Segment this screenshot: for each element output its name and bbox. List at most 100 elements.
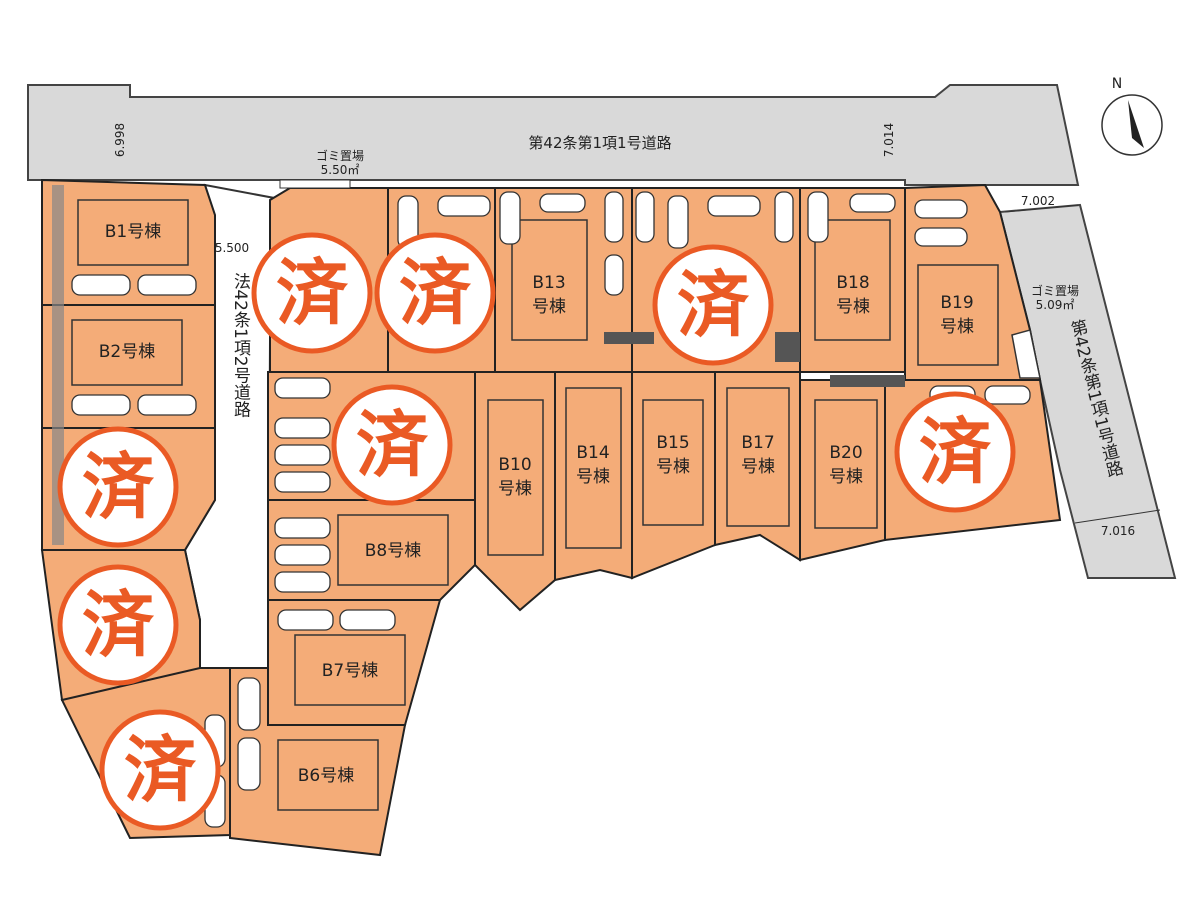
car [984, 385, 1031, 405]
private-road-label: 法42条1項2号道路 [230, 272, 251, 417]
car [667, 195, 689, 249]
garbage-area-east [1011, 329, 1041, 379]
sold-mark: 済 [399, 251, 472, 335]
sold-stamps: 済 済 済 済 済 済 済 済 [57, 232, 1016, 831]
house-b8 [337, 514, 449, 586]
north-road-label: 第42条第1項1号道路 [528, 134, 671, 152]
label-b6: B6号棟 [298, 766, 354, 786]
car [707, 195, 761, 217]
label-b17-num: B17 [741, 433, 774, 453]
sold-mark: 済 [677, 263, 750, 347]
width-label-w4: 7.016 [1101, 524, 1135, 538]
width-label-w5: 5.500 [215, 241, 249, 255]
car [274, 544, 331, 566]
compass-arrow-icon [1128, 100, 1144, 148]
house-b19 [917, 264, 999, 366]
label-b18-suffix: 号棟 [836, 297, 870, 317]
garbage-east-title: ゴミ置場 [1031, 283, 1079, 298]
label-b10-num: B10 [498, 455, 531, 475]
house-b10 [487, 399, 544, 556]
garbage-north-title: ゴミ置場 [316, 148, 364, 163]
label-b14-num: B14 [576, 443, 609, 463]
car [499, 191, 521, 245]
stairs-3 [830, 375, 905, 387]
car [274, 571, 331, 593]
label-b13-suffix: 号棟 [532, 297, 566, 317]
car [274, 444, 331, 466]
car [437, 195, 491, 217]
sold-stamp-b12: 済 [374, 232, 496, 354]
parking-cars [71, 191, 1031, 828]
compass-label: N [1112, 76, 1122, 92]
garbage-area-north [279, 179, 351, 189]
width-line-w3 [1004, 204, 1079, 213]
label-b2: B2号棟 [99, 342, 155, 362]
house-b1 [77, 199, 189, 266]
house-b18 [814, 219, 891, 341]
label-b19-num: B19 [940, 293, 973, 313]
house-b7 [294, 634, 406, 706]
north-road [27, 84, 1080, 186]
sold-stamp-b11: 済 [251, 232, 373, 354]
width-label-w3: 7.002 [1021, 194, 1055, 208]
house-b15 [642, 399, 704, 526]
car [849, 193, 896, 213]
car [604, 254, 624, 296]
house-b14 [565, 387, 622, 549]
car [137, 394, 197, 416]
house-footprints [71, 199, 999, 811]
compass: N [1101, 76, 1163, 156]
width-label-w1: 6.998 [113, 123, 127, 157]
sold-mark: 済 [276, 251, 349, 335]
car [237, 737, 261, 791]
width-label-w2: 7.014 [882, 123, 896, 157]
label-b7: B7号棟 [322, 661, 378, 681]
sold-mark: 済 [82, 445, 155, 529]
stairs-2 [775, 332, 800, 362]
west-boundary-hatch [52, 185, 64, 545]
car [237, 677, 261, 731]
label-b18-num: B18 [836, 273, 869, 293]
car [539, 193, 586, 213]
car [339, 609, 396, 631]
width-line-w4 [1074, 509, 1161, 524]
car [274, 471, 331, 493]
label-b19-suffix: 号棟 [940, 317, 974, 337]
sold-mark: 済 [919, 410, 992, 494]
car [71, 394, 131, 416]
car [807, 191, 829, 243]
garbage-east-size: 5.09㎡ [1036, 298, 1075, 312]
label-b20-suffix: 号棟 [829, 467, 863, 487]
label-b10-suffix: 号棟 [498, 479, 532, 499]
stairs-1 [604, 332, 654, 344]
sold-mark: 済 [82, 583, 155, 667]
house-b20 [814, 399, 878, 529]
sold-stamp-b3: 済 [57, 426, 179, 548]
label-b14-suffix: 号棟 [576, 467, 610, 487]
car [604, 191, 624, 243]
label-b15-suffix: 号棟 [656, 457, 690, 477]
car [635, 191, 655, 243]
car [914, 227, 968, 247]
house-b17 [726, 387, 790, 527]
sold-stamp-b4: 済 [57, 564, 179, 686]
car [774, 191, 794, 243]
car [274, 377, 331, 399]
label-b15-num: B15 [656, 433, 689, 453]
car [277, 609, 334, 631]
house-b6 [277, 739, 379, 811]
sold-stamp-b16: 済 [652, 244, 774, 366]
label-b20-num: B20 [829, 443, 862, 463]
sold-stamp-b9: 済 [331, 384, 453, 506]
sold-mark: 済 [356, 403, 429, 487]
car [137, 274, 197, 296]
label-b13-num: B13 [532, 273, 565, 293]
label-b8: B8号棟 [365, 541, 421, 561]
label-b17-suffix: 号棟 [741, 457, 775, 477]
car [274, 417, 331, 439]
sold-stamp-b5: 済 [99, 709, 221, 831]
garbage-north-size: 5.50㎡ [321, 163, 360, 177]
label-b1: B1号棟 [105, 222, 161, 242]
car [71, 274, 131, 296]
